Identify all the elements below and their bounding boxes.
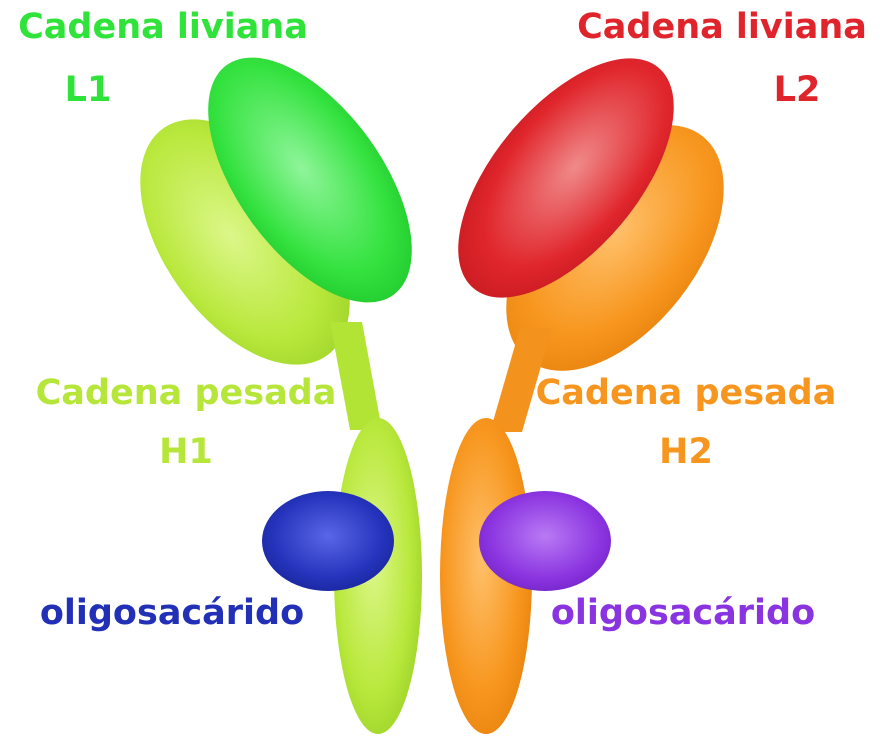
label-heavy-chain-h2-code: H2 [659,432,713,472]
label-light-chain-l1: Cadena liviana L1 [8,10,318,108]
oligosaccharide-right [479,491,611,591]
label-light-chain-l1-code: L1 [64,70,112,110]
label-light-chain-l2-name: Cadena liviana [577,7,867,47]
label-heavy-chain-h2-name: Cadena pesada [535,373,837,413]
label-oligosaccharide-right: oligosacárido [550,593,816,633]
light-chain-l2 [458,58,674,298]
label-oligosaccharide-left: oligosacárido [39,593,305,633]
light-chain-l1 [208,57,412,303]
label-heavy-chain-h1-code: H1 [159,432,213,472]
heavy-chain-h2-hinge [490,328,552,432]
label-heavy-chain-h1-name: Cadena pesada [35,373,337,413]
heavy-chain-h1-hinge [330,322,382,430]
heavy-chain-h2-lower-domain [440,418,532,734]
label-heavy-chain-h2: Cadena pesada H2 [528,376,844,470]
label-light-chain-l2: Cadena liviana L2 [567,10,877,108]
label-light-chain-l2-code: L2 [773,70,821,110]
oligosaccharide-left [262,491,394,591]
label-heavy-chain-h1: Cadena pesada H1 [28,376,344,470]
label-light-chain-l1-name: Cadena liviana [18,7,308,47]
